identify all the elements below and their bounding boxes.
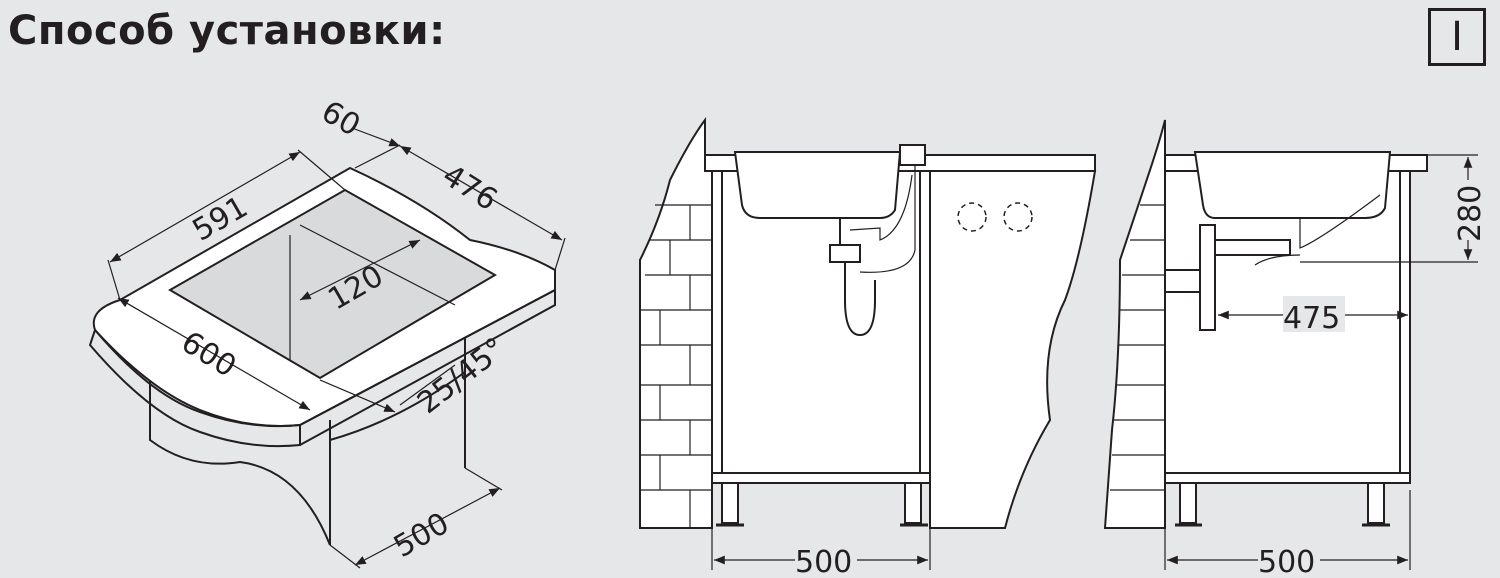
- dim-280: 280: [1453, 185, 1488, 242]
- side-view: 280 475 500: [1103, 119, 1488, 578]
- sink-bowl-side: [1193, 151, 1392, 219]
- brick-lines: [640, 204, 712, 528]
- countertop-front-side: [299, 288, 556, 446]
- cabinet-left-outline: [149, 372, 331, 546]
- dim-475: 475: [1283, 301, 1340, 336]
- dim-60: 60: [315, 94, 366, 143]
- cabinet-front: [711, 170, 931, 484]
- sink-bowl-front: [733, 151, 902, 219]
- brick-wall: [639, 116, 713, 529]
- cabinet-inner-curve: [329, 371, 466, 441]
- brick-wall-side: [1103, 119, 1166, 529]
- dim-500-iso: 500: [388, 506, 455, 565]
- dim-500-side: 500: [1258, 545, 1315, 578]
- dim-500-front: 500: [795, 545, 852, 578]
- dim-476: 476: [436, 158, 503, 218]
- adjacent-cabinet: [929, 170, 1097, 529]
- brick-lines-side: [1110, 204, 1165, 491]
- installation-type-badge: I: [1428, 8, 1486, 66]
- isometric-view: 591 60 476 120 600 25/45° 500: [88, 94, 566, 569]
- page-title: Способ установки:: [8, 8, 446, 54]
- siphon-front: [829, 218, 876, 337]
- siphon-side: [1199, 224, 1216, 331]
- front-view: 500: [639, 116, 1097, 578]
